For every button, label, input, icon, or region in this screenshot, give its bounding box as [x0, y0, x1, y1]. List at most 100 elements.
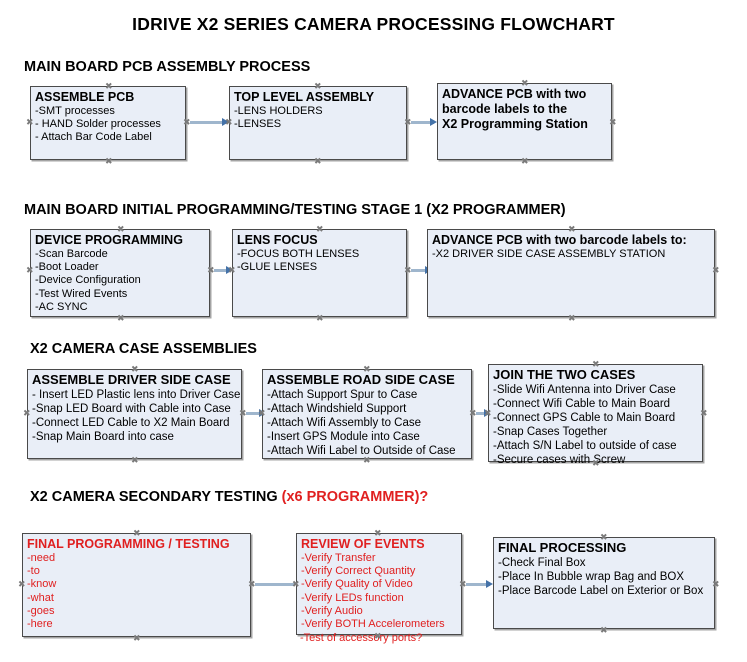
list-item: -LENSES: [234, 118, 282, 131]
connector-arrow-icon: [484, 409, 491, 417]
box-title: ADVANCE PCB with two barcode labels to:: [432, 233, 687, 247]
box-items: -LENS HOLDERS -LENSES: [234, 105, 402, 131]
connector-handle-icon: ✖: [592, 458, 600, 468]
list-item: -Place Barcode Label on Exterior or Box: [498, 585, 704, 597]
connector-handle-icon: ✖: [712, 265, 720, 275]
connector-line: [190, 121, 226, 124]
box-title-line2: barcode labels to the: [442, 102, 568, 116]
box-items: -Verify Transfer -Verify Correct Quantit…: [301, 552, 457, 631]
box-final-processing[interactable]: FINAL PROCESSING -Check Final Box -Place…: [493, 537, 715, 629]
connector-line: [411, 121, 434, 124]
box-items: -SMT processes - HAND Solder processes -…: [35, 105, 181, 145]
list-item: -Check Final Box: [498, 557, 586, 569]
connector-handle-icon: ✖: [105, 81, 113, 91]
connector-handle-icon: ✖: [239, 408, 247, 418]
box-items: -Scan Barcode -Boot Loader -Device Confi…: [35, 248, 205, 314]
connector-handle-icon: ✖: [484, 408, 492, 418]
list-item: -Snap Cases Together: [493, 426, 608, 438]
connector-line: [466, 583, 490, 586]
connector-arrow-icon: [430, 118, 437, 126]
list-item: -Connect LED Cable to X2 Main Board: [32, 417, 230, 429]
section-heading-text: MAIN BOARD INITIAL PROGRAMMING/TESTING S…: [24, 202, 566, 218]
list-item: -Attach S/N Label to outside of case: [493, 440, 677, 452]
list-item: -Snap LED Board with Cable into Case: [32, 403, 231, 415]
box-review-of-events[interactable]: REVIEW OF EVENTS -Verify Transfer -Verif…: [296, 533, 462, 635]
box-join-the-two-cases[interactable]: JOIN THE TWO CASES -Slide Wifi Antenna i…: [488, 364, 703, 466]
box-advance-pcb-driver-side-case[interactable]: ADVANCE PCB with two barcode labels to: …: [427, 229, 715, 317]
connector-handle-icon: ✖: [26, 117, 34, 127]
box-advance-pcb-x2-programming-station[interactable]: ADVANCE PCB with two barcode labels to t…: [437, 83, 612, 160]
box-assemble-pcb[interactable]: ASSEMBLE PCB -SMT processes - HAND Solde…: [30, 86, 186, 160]
connector-arrow-icon: [222, 118, 229, 126]
connector-handle-icon: ✖: [117, 313, 125, 323]
box-assemble-road-side-case[interactable]: ASSEMBLE ROAD SIDE CASE -Attach Support …: [262, 369, 472, 459]
list-item: -to: [27, 565, 40, 578]
connector-handle-icon: ✖: [712, 579, 720, 589]
box-items: -Slide Wifi Antenna into Driver Case -Co…: [493, 383, 698, 467]
list-item: -Attach Wifi Label to Outside of Case: [267, 445, 456, 457]
list-item: -what: [27, 591, 54, 604]
list-item: -Test Wired Events: [35, 287, 128, 300]
connector-handle-icon: ✖: [568, 224, 576, 234]
connector-line: [214, 269, 230, 272]
box-title: DEVICE PROGRAMMING: [35, 233, 183, 247]
box-title: JOIN THE TWO CASES: [493, 367, 636, 382]
box-top-level-assembly[interactable]: TOP LEVEL ASSEMBLY -LENS HOLDERS -LENSES: [229, 86, 407, 160]
connector-handle-icon: ✖: [133, 633, 141, 643]
list-item: -goes: [27, 604, 55, 617]
connector-handle-icon: ✖: [521, 78, 529, 88]
connector-handle-icon: ✖: [700, 408, 708, 418]
connector-handle-icon: ✖: [207, 265, 215, 275]
section-heading-highlight: (x6 PROGRAMMER)?: [281, 489, 429, 505]
box-title: ADVANCE PCB with two: [442, 87, 587, 101]
box-items: -Check Final Box -Place In Bubble wrap B…: [498, 556, 710, 598]
connector-handle-icon: ✖: [131, 455, 139, 465]
connector-handle-icon: ✖: [592, 359, 600, 369]
list-item: -Insert GPS Module into Case: [267, 431, 420, 443]
connector-handle-icon: ✖: [225, 117, 233, 127]
list-item: -Attach Wifi Assembly to Case: [267, 417, 422, 429]
list-item: -Verify Transfer: [301, 552, 376, 564]
connector-handle-icon: ✖: [18, 579, 26, 589]
list-item: -AC SYNC: [35, 300, 88, 313]
list-item: -Verify Quality of Video: [301, 578, 413, 591]
box-title: ASSEMBLE PCB: [35, 90, 135, 104]
box-items: - Insert LED Plastic lens into Driver Ca…: [32, 388, 240, 444]
connector-handle-icon: ✖: [374, 528, 382, 538]
connector-line: [476, 412, 488, 415]
list-item: -Verify Correct Quantity: [301, 565, 416, 578]
connector-handle-icon: ✖: [469, 408, 477, 418]
connector-handle-icon: ✖: [228, 265, 236, 275]
section-heading-main-board-pcb-assembly: MAIN BOARD PCB ASSEMBLY PROCESS: [24, 59, 310, 75]
list-item: -Attach Support Spur to Case: [267, 389, 418, 401]
page-title: IDRIVE X2 SERIES CAMERA PROCESSING FLOWC…: [132, 14, 615, 34]
list-item: -Boot Loader: [35, 261, 99, 274]
list-item: -here: [27, 618, 53, 631]
list-item: -Scan Barcode: [35, 248, 108, 260]
connector-handle-icon: ✖: [117, 224, 125, 234]
connector-handle-icon: ✖: [314, 81, 322, 91]
connector-handle-icon: ✖: [248, 579, 256, 589]
connector-handle-icon: ✖: [609, 117, 617, 127]
section-heading-text: MAIN BOARD PCB ASSEMBLY PROCESS: [24, 59, 311, 75]
box-lens-focus[interactable]: LENS FOCUS -FOCUS BOTH LENSES -GLUE LENS…: [232, 229, 407, 317]
box-final-programming-testing[interactable]: FINAL PROGRAMMING / TESTING -need -to -k…: [22, 533, 251, 637]
box-device-programming[interactable]: DEVICE PROGRAMMING -Scan Barcode -Boot L…: [30, 229, 210, 317]
connector-line: [246, 412, 264, 415]
list-item: -Place In Bubble wrap Bag and BOX: [498, 571, 685, 583]
list-item: -FOCUS BOTH LENSES: [237, 248, 360, 260]
connector-handle-icon: ✖: [131, 364, 139, 374]
box-items: -Attach Support Spur to Case -Attach Win…: [267, 388, 467, 458]
connector-handle-icon: ✖: [23, 408, 31, 418]
connector-handle-icon: ✖: [183, 117, 191, 127]
box-title-line3: X2 Programming Station: [442, 117, 588, 131]
connector-handle-icon: ✖: [258, 408, 266, 418]
connector-handle-icon: ✖: [404, 265, 412, 275]
box-items: -FOCUS BOTH LENSES -GLUE LENSES: [237, 248, 402, 274]
list-item: -Slide Wifi Antenna into Driver Case: [493, 384, 676, 396]
box-title: TOP LEVEL ASSEMBLY: [234, 90, 375, 104]
box-assemble-driver-side-case[interactable]: ASSEMBLE DRIVER SIDE CASE - Insert LED P…: [27, 369, 242, 459]
connector-handle-icon: ✖: [133, 528, 141, 538]
section-heading-main-board-initial-programming: MAIN BOARD INITIAL PROGRAMMING/TESTING S…: [24, 202, 566, 218]
list-item: - Attach Bar Code Label: [35, 131, 152, 144]
